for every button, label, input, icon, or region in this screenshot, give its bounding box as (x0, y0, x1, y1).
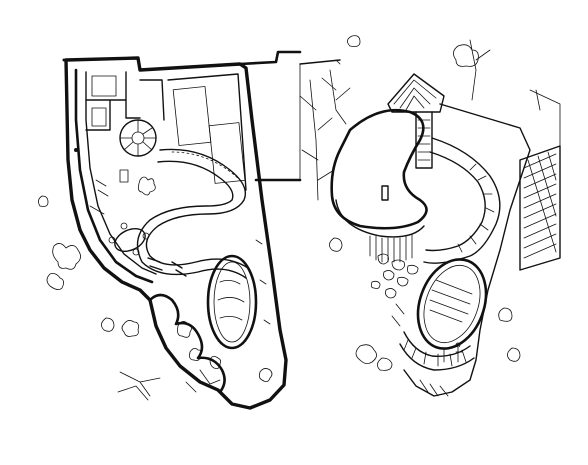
stone-terrace (370, 253, 419, 299)
hearth (74, 148, 78, 152)
entry-block (119, 169, 129, 183)
shrubs (121, 176, 273, 382)
parking-bay-2 (208, 122, 246, 184)
upper-terrace-edge (335, 199, 425, 238)
oval-pool (206, 254, 258, 350)
terrace-posts (369, 233, 413, 263)
walkway-hatching (457, 163, 495, 253)
bed-block (91, 75, 117, 97)
spiral-stair (119, 119, 157, 157)
hatched-wall (519, 145, 561, 271)
house-curved-wall-inner (85, 71, 157, 275)
lower-ramp (399, 331, 475, 371)
carport-outline (167, 73, 247, 191)
aerial-ground-hatch (391, 303, 449, 397)
aerial-perspective-drawing (299, 35, 561, 397)
tree-branches-bottom (117, 369, 221, 401)
aerial-pool-water (429, 279, 473, 323)
corner-post (62, 58, 66, 62)
human-figures (443, 347, 463, 363)
pool-ripples (217, 280, 245, 321)
figure-head (455, 342, 461, 348)
trees-left (38, 195, 115, 332)
house-curved-wall (74, 68, 154, 284)
dining-table (108, 222, 150, 256)
aerial-walkway-inner (425, 151, 486, 252)
bath-block (91, 107, 107, 127)
terrace-pillar (381, 185, 389, 201)
lounge-chairs (147, 257, 187, 277)
aerial-pool (416, 258, 488, 350)
plan-details (89, 179, 271, 325)
aerial-pool-inner (423, 264, 481, 344)
parking-bay-1 (172, 86, 212, 146)
oval-pool-inner (213, 261, 251, 343)
aerial-property-outline (299, 59, 531, 397)
scalloped-edge (148, 293, 226, 394)
path-dots (171, 151, 241, 181)
walkway-outer (145, 148, 249, 269)
room-partitions (85, 71, 165, 131)
tower (387, 73, 445, 169)
site-plan-drawing (38, 50, 302, 410)
top-fence-line (238, 50, 302, 66)
upper-terrace (330, 108, 428, 230)
property-boundary (64, 56, 288, 410)
right-edge-lines (529, 89, 561, 147)
aerial-top-marks (299, 59, 341, 181)
ramp-steps (403, 339, 467, 367)
walkway-inner (136, 160, 247, 279)
aerial-trees (299, 35, 521, 371)
